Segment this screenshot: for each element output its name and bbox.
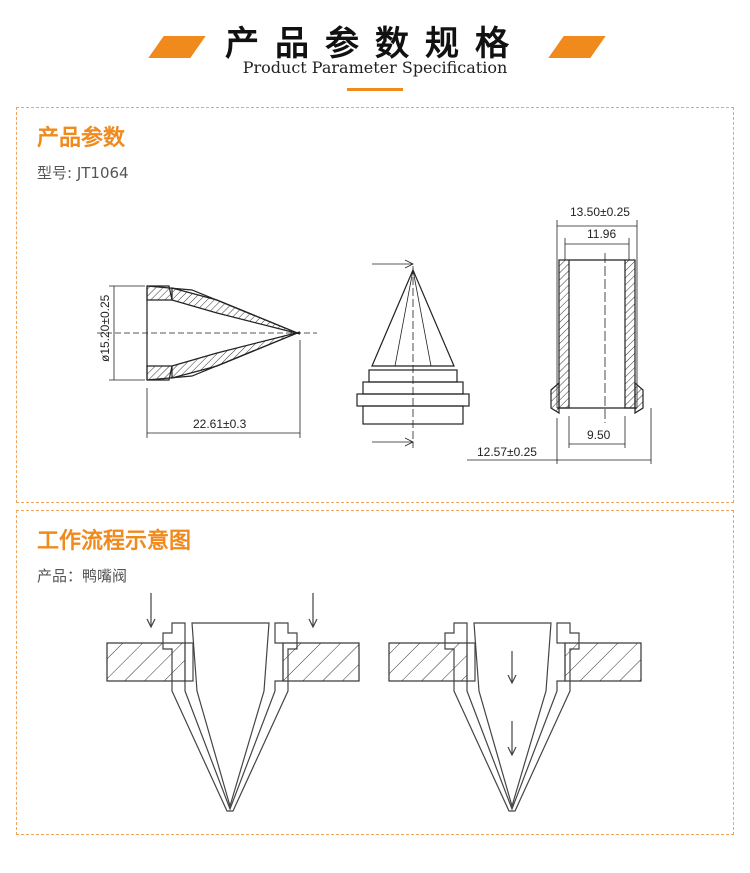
side-section-drawing bbox=[97, 285, 317, 438]
cross-section-drawing bbox=[467, 220, 652, 464]
page-subtitle: Product Parameter Specification bbox=[242, 58, 508, 77]
valve-open-diagram bbox=[388, 622, 642, 812]
workflow-panel: 工作流程示意图 产品：鸭嘴阀 bbox=[16, 510, 734, 835]
page-header: 产品参数规格 Product Parameter Specification bbox=[0, 0, 750, 100]
params-title: 产品参数 bbox=[37, 126, 126, 151]
title-underline bbox=[347, 88, 403, 91]
page-title: 产品参数规格 bbox=[225, 24, 525, 64]
front-view-drawing bbox=[356, 259, 470, 448]
diameter-dim: ø15.20±0.25 bbox=[98, 294, 112, 362]
workflow-product-label: 产品：鸭嘴阀 bbox=[37, 567, 128, 585]
outer-bottom-dim: 12.57±0.25 bbox=[477, 445, 537, 459]
workflow-diagrams bbox=[106, 593, 642, 812]
model-label: 型号: JT1064 bbox=[37, 164, 129, 182]
params-panel: 产品参数 型号: JT1064 ø15.20±0.25 22.61±0.3 bbox=[16, 107, 734, 503]
length-dim: 22.61±0.3 bbox=[193, 417, 247, 431]
inner-top-dim: 11.96 bbox=[587, 227, 616, 241]
valve-closed-diagram bbox=[106, 593, 360, 812]
inner-bottom-dim: 9.50 bbox=[587, 428, 611, 442]
outer-top-dim: 13.50±0.25 bbox=[570, 205, 630, 219]
workflow-title: 工作流程示意图 bbox=[37, 529, 192, 554]
dimension-drawings: ø15.20±0.25 22.61±0.3 bbox=[97, 205, 652, 464]
